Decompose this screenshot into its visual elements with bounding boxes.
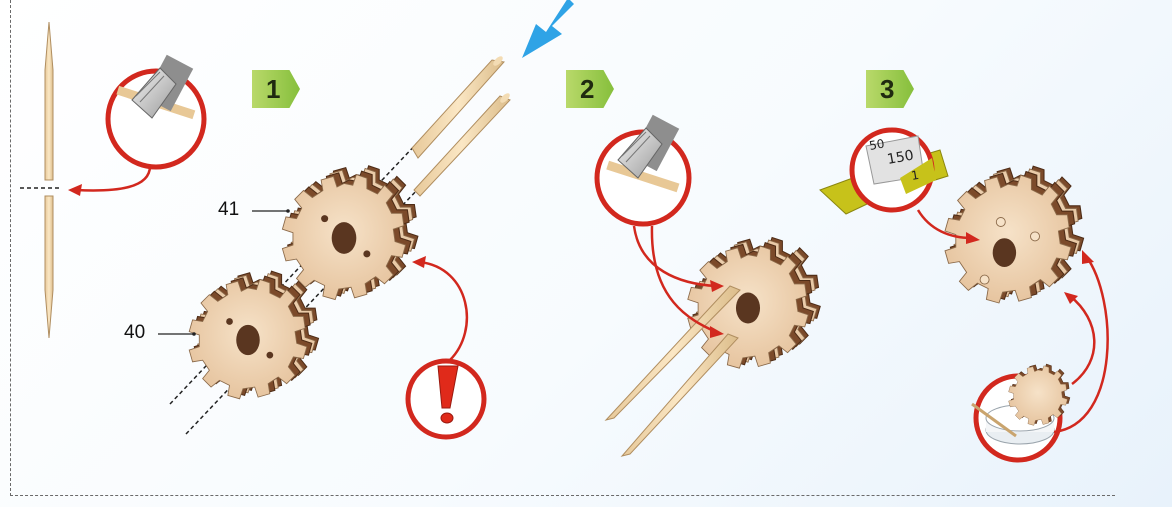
toothpick-icon <box>20 22 62 338</box>
part-label-40: 40 <box>124 322 145 344</box>
part-label-41: 41 <box>218 199 239 221</box>
step2-assembly <box>597 115 820 456</box>
insert-arrow-icon <box>522 0 574 58</box>
sandpaper-grit-edge-left: 50 <box>868 137 885 153</box>
warning-callout <box>408 256 484 437</box>
knife-callout-ring <box>68 55 204 196</box>
step3-assembly: 150 50 1 <box>820 130 1108 460</box>
